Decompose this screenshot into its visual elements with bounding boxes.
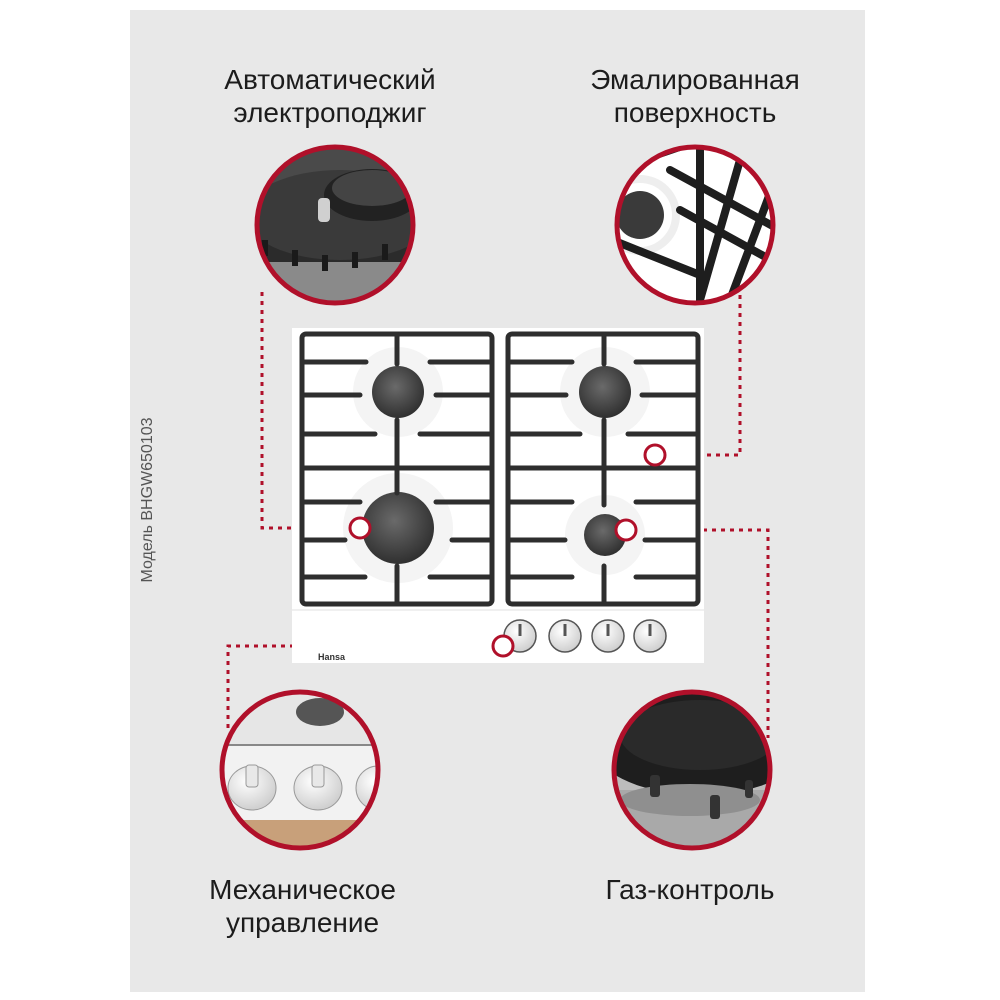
burner-cap-front-left [362,492,434,564]
detail-ignition [254,144,416,306]
marker-gas-control [614,518,638,542]
hob: Hansa [292,328,704,663]
marker-enamel [643,443,667,467]
feature-label-enamel-line1: Эмалированная [590,64,800,95]
control-knobs [503,619,667,653]
detail-gas-control [611,689,773,851]
feature-label-ignition-line2: электроподжиг [233,97,427,128]
feature-label-gas-control: Газ-контроль [535,873,845,906]
burner-cap-back-left [372,366,424,418]
feature-label-ignition: Автоматический электроподжиг [170,63,490,129]
feature-label-mechanical-line2: управление [225,907,380,938]
grate-right [505,331,701,607]
marker-ignition [348,516,372,540]
burner-cap-back-right [579,366,631,418]
detail-enamel [614,144,776,306]
connector-gas-control [640,528,770,738]
connector-mechanical [226,644,492,730]
knob-3 [591,619,625,653]
grate-left [299,331,495,607]
brand-logo: Hansa [318,652,346,662]
burner-cap-front-right [584,514,626,556]
feature-label-enamel-line2: поверхность [613,97,777,128]
knob-2 [548,619,582,653]
knob-4 [633,619,667,653]
feature-label-mechanical: Механическое управление [165,873,440,939]
feature-label-ignition-line1: Автоматический [224,64,436,95]
detail-mechanical [219,689,381,851]
feature-label-gas-control-line1: Газ-контроль [605,874,775,905]
marker-mechanical [491,634,515,658]
feature-label-enamel: Эмалированная поверхность [540,63,850,129]
feature-label-mechanical-line1: Механическое [209,874,396,905]
callout-markers [348,443,667,658]
connector-ignition [260,292,352,530]
